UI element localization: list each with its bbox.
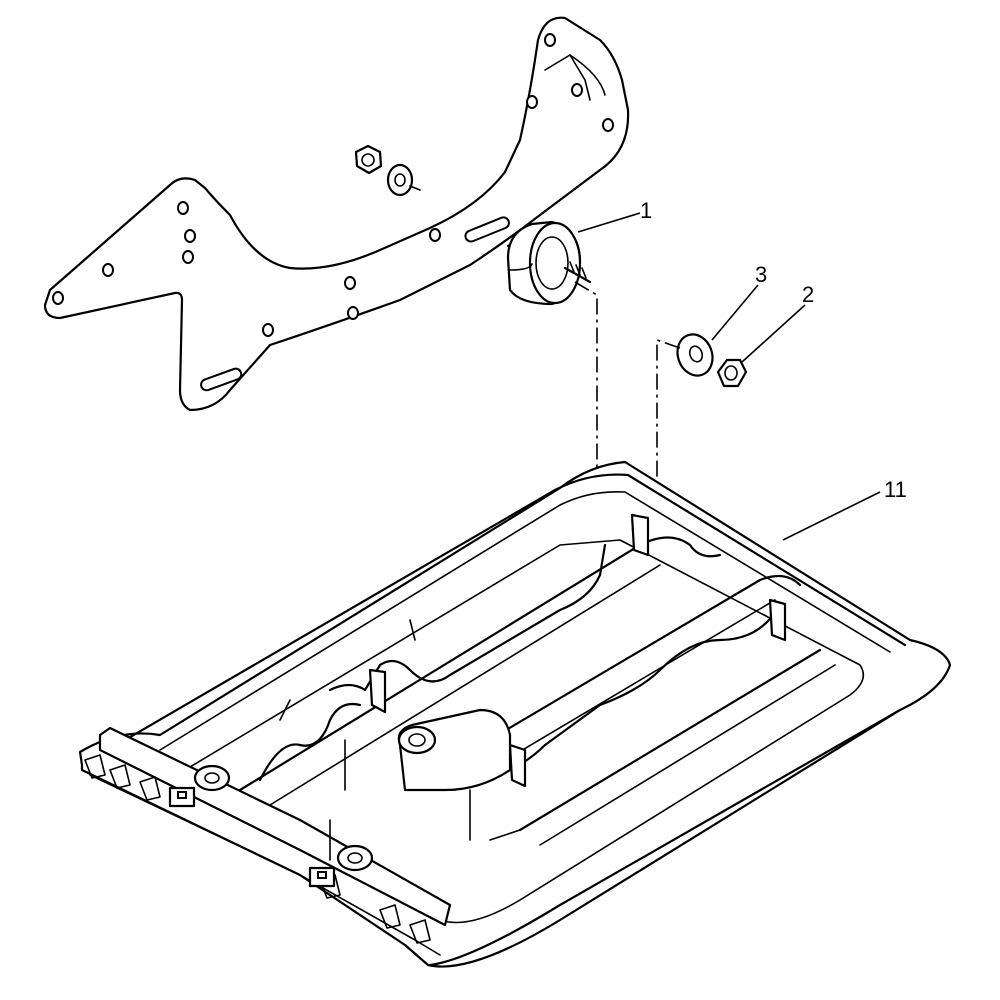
callout-2: 2 xyxy=(802,282,814,307)
callout-3: 3 xyxy=(755,262,767,287)
bracket-nut xyxy=(354,144,383,175)
callout-11: 11 xyxy=(884,477,907,502)
bracket-washer xyxy=(386,163,421,197)
washer xyxy=(676,333,714,377)
callout-1: 1 xyxy=(640,198,652,223)
rubber-mount xyxy=(506,220,592,306)
seat-pan xyxy=(78,460,952,968)
nut xyxy=(716,358,748,388)
mounting-bracket xyxy=(43,16,630,412)
callout-leaders xyxy=(577,212,881,541)
assembly-centerline xyxy=(574,281,681,546)
